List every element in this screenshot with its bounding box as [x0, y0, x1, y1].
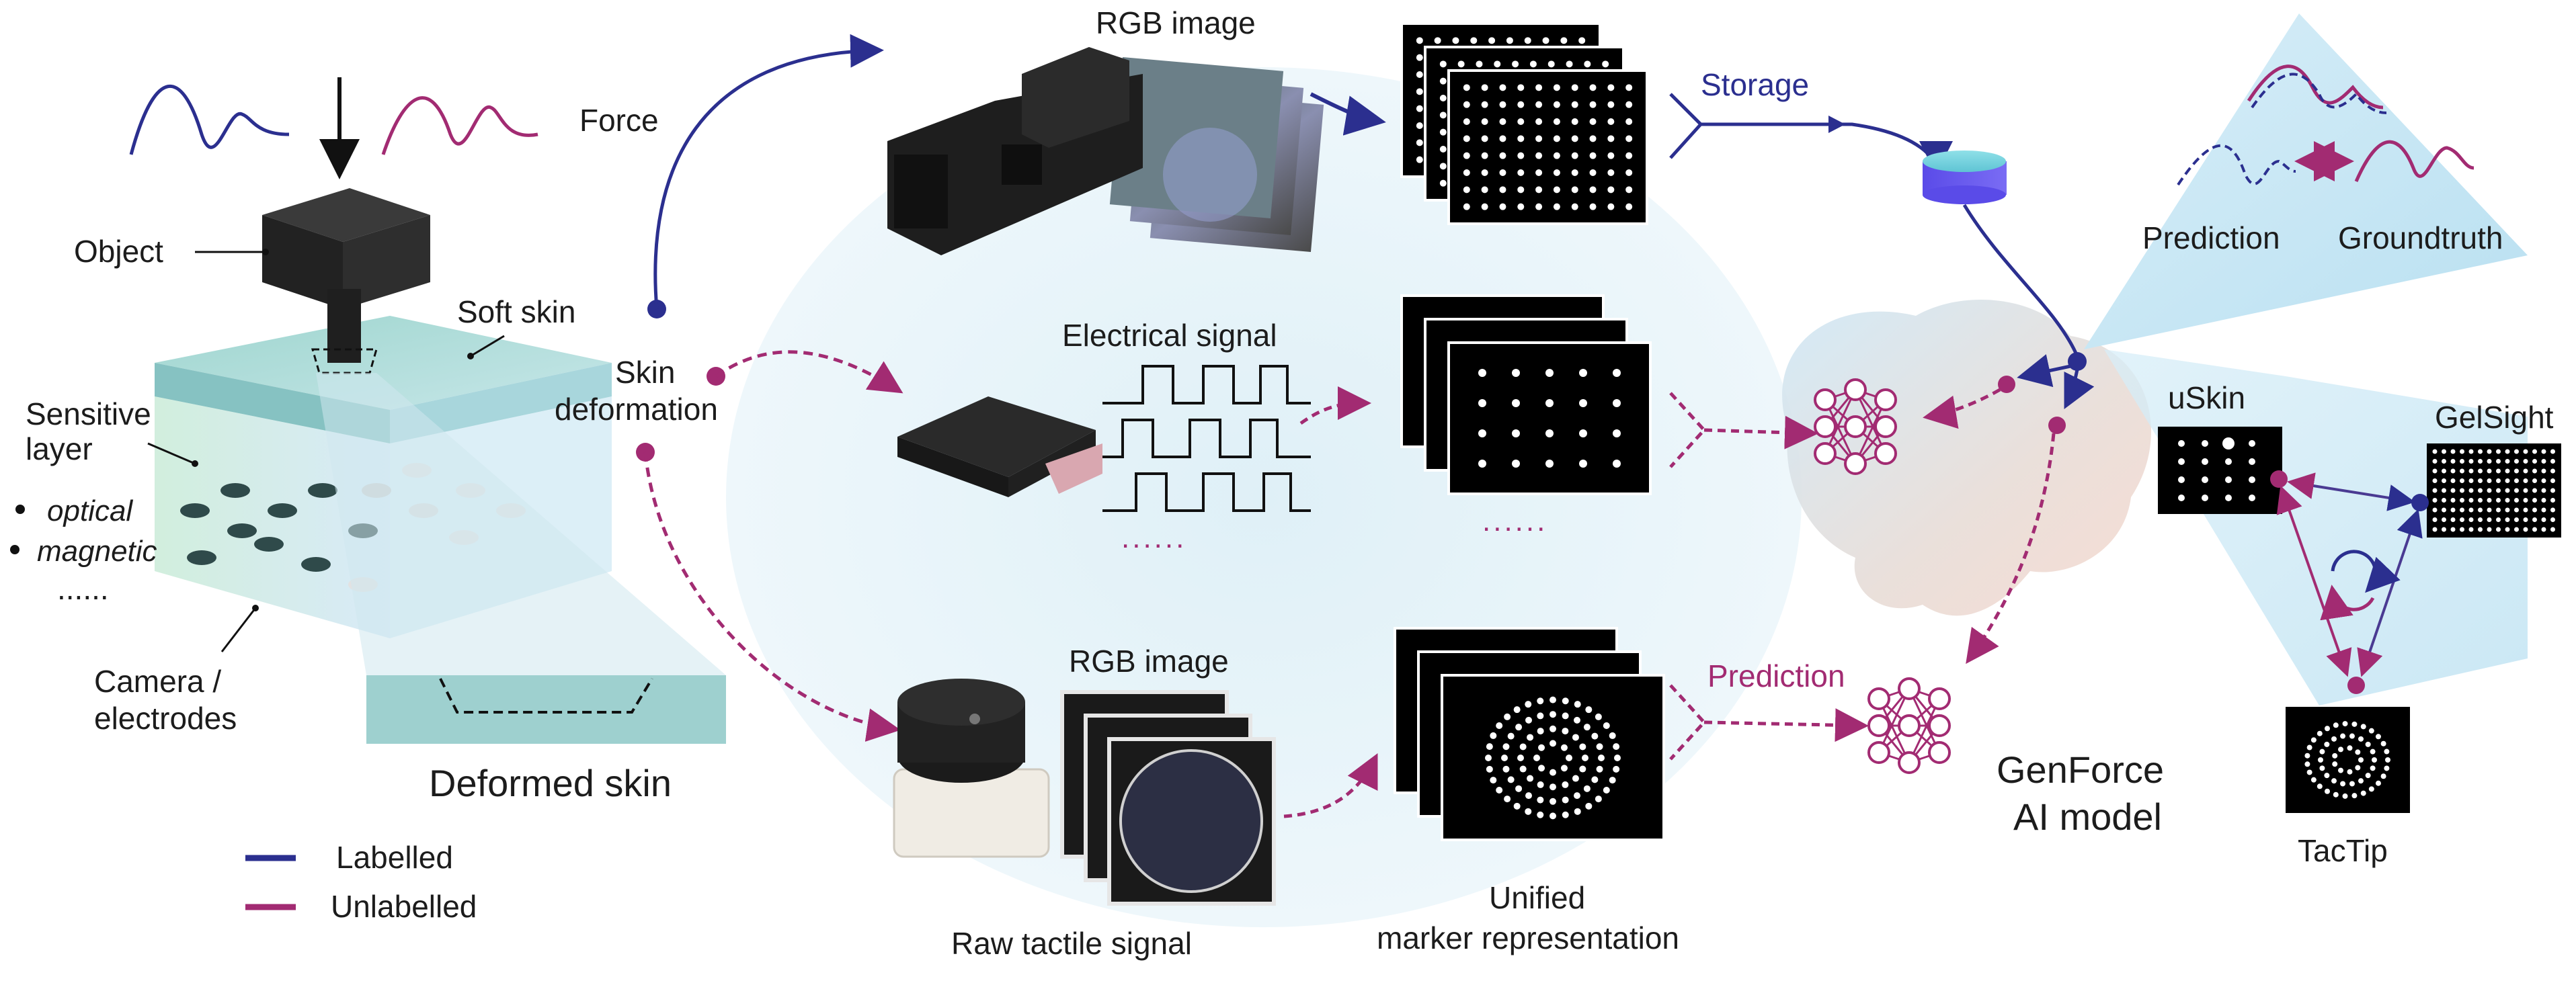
- deformed-skin-image: [366, 675, 726, 744]
- groundtruth-curve: [2354, 140, 2474, 183]
- soft-skin-leader: [470, 335, 505, 357]
- soft-skin-right-edge: [390, 363, 612, 443]
- gelsight-label: GelSight: [2435, 400, 2554, 435]
- deformed-skin-label: Deformed skin: [429, 762, 672, 804]
- hub-to-net-top: [2017, 354, 2071, 388]
- sensitive-layer-label-1: Sensitive: [26, 396, 151, 431]
- prediction-curve: [2177, 144, 2296, 186]
- unlabelled-to-net-bottom: [1966, 433, 2056, 665]
- storage-bracket: [1669, 93, 1703, 159]
- genforce-label-2: AI model: [2013, 796, 2162, 838]
- link-gelsight-tactip: [2357, 509, 2423, 677]
- object-stem: [327, 289, 361, 363]
- square-wave-signals: [1102, 365, 1311, 512]
- arrow-electrical-to-markers: [1299, 386, 1371, 425]
- model-hub-dot: [2068, 352, 2087, 371]
- hub-down: [2064, 369, 2095, 409]
- storage-label: Storage: [1701, 67, 1809, 102]
- arrow-raw-to-markers: [1283, 753, 1378, 818]
- legend: Labelled Unlabelled: [245, 840, 477, 924]
- prediction-label: Prediction: [2142, 220, 2280, 255]
- skin-deformation-label-1: Skin: [615, 355, 675, 390]
- unlabelled-to-net-top: [1923, 388, 2001, 429]
- cycle-arrow-a: [2331, 550, 2401, 593]
- labelled-flow-to-rgb: [653, 34, 884, 310]
- skin-deformation-label-2: deformation: [555, 392, 718, 427]
- modality-optical: optical: [47, 495, 133, 527]
- rgb-image-top-label: RGB image: [1096, 5, 1256, 40]
- brain-shape: [1782, 300, 2151, 616]
- marker-stack-bottom: [1394, 627, 1665, 841]
- uskin-label: uSkin: [2168, 380, 2245, 415]
- db-to-model-line: [1962, 204, 2079, 357]
- object-block-front: [262, 215, 343, 309]
- tactip-image-stack: [1060, 690, 1276, 906]
- zoom-projection: [316, 373, 726, 675]
- ellipsis-mid-right: ......: [1482, 505, 1547, 538]
- object-block-top: [262, 188, 430, 242]
- neural-net-top: [1814, 378, 1897, 475]
- marker-stack-mid: [1400, 294, 1652, 495]
- neural-net-bottom: [1867, 677, 1951, 774]
- soft-skin-label: Soft skin: [457, 294, 575, 329]
- legend-unlabelled-label: Unlabelled: [331, 889, 477, 924]
- unified-label-2: marker representation: [1377, 920, 1679, 955]
- modality-more: ......: [57, 571, 109, 606]
- raw-tactile-signal-label: Raw tactile signal: [951, 926, 1192, 961]
- database-icon: [1923, 151, 2007, 204]
- storage-flow: [1701, 122, 1953, 175]
- flow-mid-to-net: [1703, 415, 1818, 449]
- sensitive-layer-leader: [147, 442, 196, 465]
- rgb-image-bottom-label: RGB image: [1069, 644, 1229, 679]
- genforce-label-1: GenForce: [1997, 748, 2164, 791]
- deformed-skin-profile: [439, 677, 653, 714]
- tactip-label: TacTip: [2298, 833, 2388, 868]
- force-wave-labelled: [129, 84, 290, 155]
- marker-stack-top: [1400, 22, 1648, 225]
- bracket-bottom-to-net: [1669, 684, 1707, 761]
- sensitive-layer-label-2: layer: [26, 431, 93, 466]
- ellipsis-mid-left: ......: [1121, 521, 1186, 554]
- force-label: Force: [579, 103, 659, 138]
- legend-labelled-label: Labelled: [336, 840, 453, 875]
- unlabelled-flow-to-electrical: [715, 350, 903, 394]
- camera-leader: [220, 607, 257, 652]
- cycle-arrow-b: [2320, 585, 2375, 621]
- uskin-thumbnail: [2158, 427, 2282, 514]
- link-uskin-tactip: [2276, 485, 2352, 677]
- object-label: Object: [74, 234, 163, 269]
- tactip-image-pins: [1119, 749, 1263, 893]
- flow-bottom-to-net: [1703, 708, 1869, 742]
- sensor-illustration: Force: [10, 77, 726, 804]
- modality-magnetic: magnetic: [37, 535, 157, 568]
- bracket-mid-to-net: [1669, 392, 1707, 468]
- arrow-rgb-to-markers: [1310, 92, 1386, 136]
- rgb-sensor-top: [887, 47, 1324, 255]
- camera-label-2: electrodes: [94, 701, 237, 736]
- unlabelled-flow-to-raw: [643, 452, 901, 742]
- comparison-panel: [2084, 13, 2528, 349]
- groundtruth-label: Groundtruth: [2338, 220, 2503, 255]
- ribbon-cable: [1045, 443, 1102, 494]
- tactip-thumbnail: [2286, 707, 2410, 813]
- force-wave-unlabelled: [381, 96, 538, 155]
- tactip-sensor: [893, 679, 1050, 858]
- electrical-signal-label: Electrical signal: [1062, 318, 1277, 353]
- gelsight-thumbnail: [2427, 443, 2561, 538]
- pred-curve-small: [2251, 73, 2387, 114]
- camera-label-1: Camera /: [94, 664, 221, 699]
- unified-label-1: Unified: [1489, 880, 1585, 915]
- prediction-flow-label: Prediction: [1707, 658, 1845, 693]
- electrical-sensor: [897, 396, 1102, 497]
- object-block-side: [343, 215, 430, 309]
